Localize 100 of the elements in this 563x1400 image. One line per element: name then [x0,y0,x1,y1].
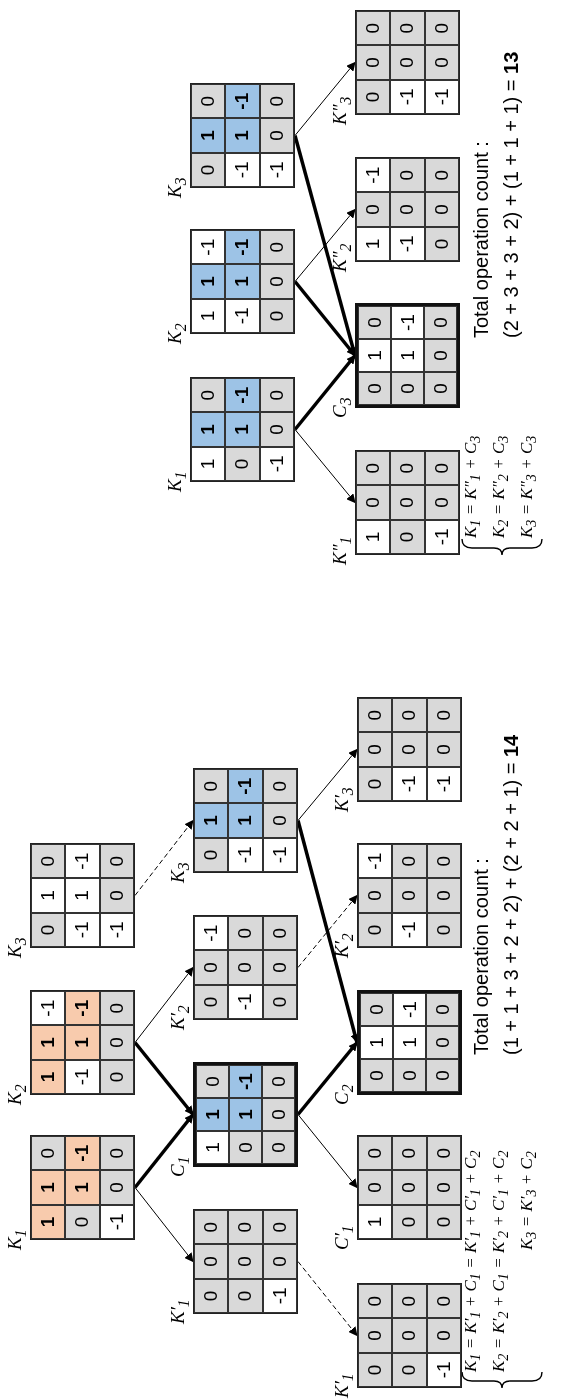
matrix-cell: 0 [358,1352,393,1387]
matrix-cell: 0 [424,372,457,405]
matrix-cell: 1 [31,878,66,913]
matrix-cell: 1 [191,298,226,333]
matrix-grid [30,1135,135,1240]
arrow [296,820,360,1044]
matrix-cell: 0 [426,1284,461,1319]
matrix-cell: 1 [196,1131,229,1164]
matrix-cell: 0 [426,1059,459,1092]
matrix-cell: 1 [360,1026,393,1059]
matrix-cell: 1 [393,1026,426,1059]
arrow [294,429,356,504]
matrix-cell: 0 [191,84,226,119]
matrix-cell: 0 [228,1210,263,1245]
matrix-cell: 0 [262,1210,297,1245]
matrix-cell: 0 [356,192,391,227]
matrix-grid [193,915,298,1020]
matrix-cell: 0 [225,446,260,481]
matrix-cell: 0 [259,264,294,299]
matrix-cell: -1 [356,158,391,193]
matrix-cell: 0 [99,878,134,913]
matrix-cell: -1 [390,79,425,114]
matrix-cell: 0 [426,1026,459,1059]
matrix-cell: 0 [358,1136,393,1171]
matrix-cell: 0 [228,950,263,985]
matrix-grid [355,157,460,262]
matrix-cell: 0 [191,152,226,187]
matrix-cell: 0 [356,485,391,520]
matrix-cell: -1 [191,230,226,265]
matrix-cell: -1 [225,152,260,187]
matrix-cell: 0 [194,950,229,985]
matrix-cell: 0 [194,837,229,872]
matrix-grid [30,990,135,1095]
matrix-cell: -1 [225,230,260,265]
matrix-cell: 0 [424,45,459,80]
operation-count-text: (2 + 3 + 3 + 2) + (1 + 1 + 1) = 13 [500,51,522,338]
matrix-cell: 0 [393,1059,426,1092]
matrix-cell: 1 [356,519,391,554]
matrix-cell: 1 [196,1098,229,1131]
matrix-cell: 1 [228,803,263,838]
matrix-grid [355,10,460,115]
matrix-cell: 0 [392,1136,427,1171]
matrix-cell: 1 [65,878,100,913]
matrix-cell: 1 [225,412,260,447]
matrix-cell: 1 [65,1170,100,1205]
matrix-cell: 0 [194,984,229,1019]
matrix-grid [357,990,462,1095]
matrix-cell: 0 [99,991,134,1026]
matrix-cell: 0 [424,339,457,372]
matrix-cell: 1 [358,1204,393,1239]
matrix-cell: 0 [194,1244,229,1279]
matrix-cell: -1 [392,912,427,947]
matrix-cell: 0 [426,1170,461,1205]
matrix-grid [355,303,460,408]
matrix-cell: 0 [424,11,459,46]
matrix-grid [193,1062,298,1167]
matrix-cell: 0 [356,79,391,114]
matrix-cell: 0 [426,732,461,767]
matrix-cell: -1 [65,1059,100,1094]
matrix-cell: 0 [259,230,294,265]
matrix-grid [355,450,460,555]
matrix-cell: 0 [262,1131,295,1164]
matrix-grid [30,843,135,948]
matrix-cell: 0 [65,1204,100,1239]
matrix-cell: 0 [392,844,427,879]
matrix-cell: 0 [424,451,459,486]
matrix-grid [357,1135,462,1240]
arrow [296,1041,359,1116]
arrow [134,966,194,1043]
matrix-cell: 0 [424,485,459,520]
matrix-cell: 0 [426,993,459,1026]
arrow [133,1041,195,1116]
matrix-cell: 1 [229,1098,262,1131]
matrix-cell: 0 [194,1210,229,1245]
matrix-cell: 0 [262,1098,295,1131]
matrix-cell: 1 [191,412,226,447]
matrix-cell: 1 [31,1059,66,1094]
matrix-cell: -1 [229,1065,262,1098]
matrix-cell: 0 [390,45,425,80]
matrix-cell: -1 [228,769,263,804]
matrix-cell: 0 [259,412,294,447]
matrix-cell: 0 [392,1284,427,1319]
matrix-grid [357,697,462,802]
matrix-cell: -1 [228,837,263,872]
matrix-grid [190,229,295,334]
matrix-cell: 0 [390,11,425,46]
matrix-cell: 0 [426,1136,461,1171]
arrow [293,354,357,431]
operation-count-text: Total operation count : [470,141,492,338]
matrix-cell: -1 [194,916,229,951]
matrix-cell: 0 [356,11,391,46]
matrix-cell: 1 [31,1025,66,1060]
arrow [297,1114,358,1189]
matrix-cell: 0 [358,1284,393,1319]
matrix-cell: 0 [229,1131,262,1164]
matrix-cell: 1 [356,226,391,261]
matrix-cell: 0 [392,698,427,733]
matrix-cell: 0 [426,698,461,733]
matrix-cell: -1 [392,766,427,801]
matrix-cell: 0 [259,84,294,119]
